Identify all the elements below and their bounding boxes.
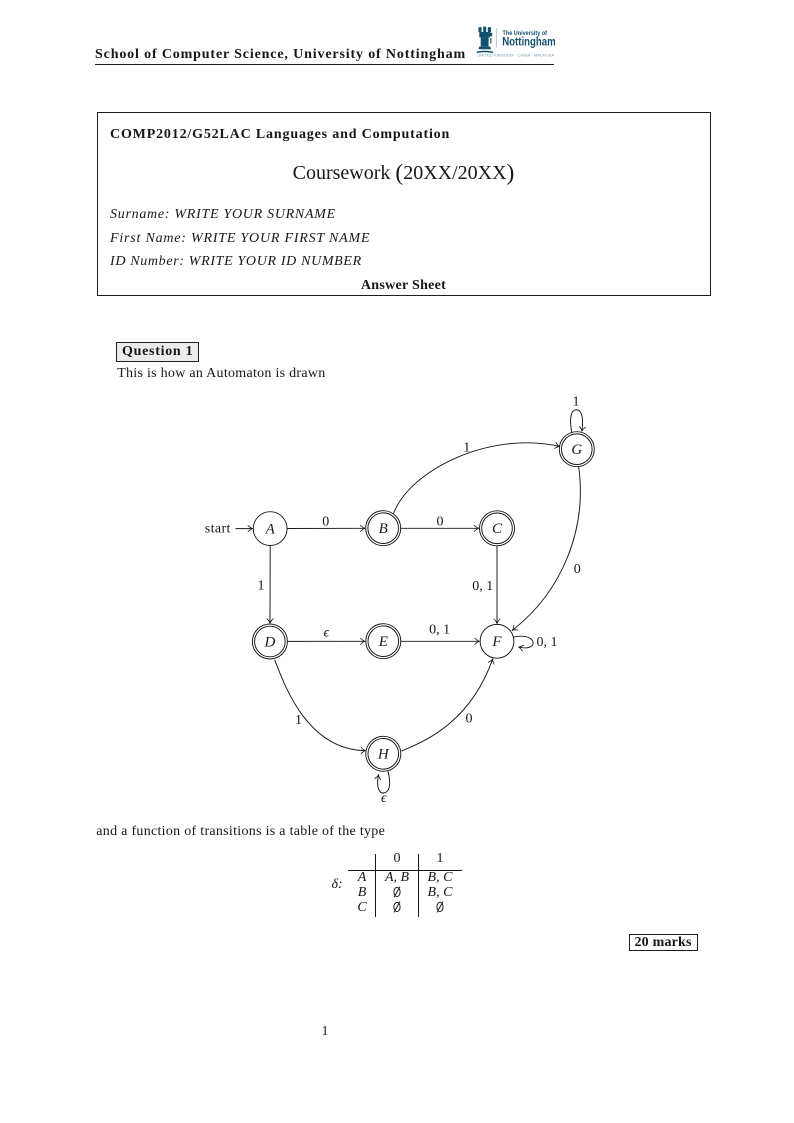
svg-text:ϵ: ϵ xyxy=(381,790,387,805)
svg-text:1: 1 xyxy=(295,713,302,728)
svg-text:0: 0 xyxy=(322,514,329,529)
svg-text:ϵ: ϵ xyxy=(324,625,330,640)
svg-text:A: A xyxy=(265,521,276,537)
svg-text:start: start xyxy=(205,522,231,537)
svg-text:D: D xyxy=(263,634,275,650)
svg-text:0, 1: 0, 1 xyxy=(537,635,558,650)
svg-text:1: 1 xyxy=(463,441,470,456)
svg-text:0, 1: 0, 1 xyxy=(472,579,493,594)
svg-text:UNITED KINGDOM · CHINA · MALAY: UNITED KINGDOM · CHINA · MALAYSIA xyxy=(477,53,554,58)
svg-text:Nottingham: Nottingham xyxy=(502,37,556,49)
svg-text:G: G xyxy=(571,442,582,458)
svg-text:C: C xyxy=(492,521,503,537)
svg-text:0: 0 xyxy=(574,562,581,577)
svg-text:The University of: The University of xyxy=(503,31,548,37)
svg-text:H: H xyxy=(377,747,390,763)
svg-text:0: 0 xyxy=(466,711,473,726)
svg-text:1: 1 xyxy=(573,395,580,410)
svg-text:B: B xyxy=(379,521,388,537)
svg-text:0: 0 xyxy=(437,514,444,529)
svg-text:E: E xyxy=(378,634,388,650)
svg-text:F: F xyxy=(491,634,502,650)
svg-text:0, 1: 0, 1 xyxy=(429,623,450,638)
svg-text:1: 1 xyxy=(258,579,265,594)
